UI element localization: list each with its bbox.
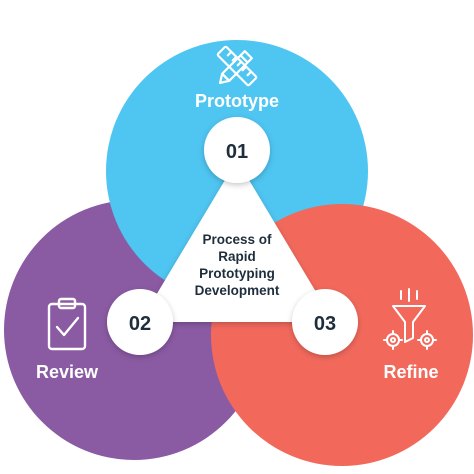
step-01-number: 01 <box>226 141 248 163</box>
step-01-badge <box>204 117 270 183</box>
step-02-badge <box>107 289 173 355</box>
clipboard-check-icon <box>47 297 87 351</box>
center-title: Process of Rapid Prototyping Development <box>195 232 280 298</box>
step-03-badge <box>292 289 358 355</box>
review-label: Review <box>36 362 99 382</box>
prototype-label: Prototype <box>195 91 279 111</box>
center-title-line-1: Process of <box>202 232 272 247</box>
center-title-line-4: Development <box>195 283 280 298</box>
step-03-number: 03 <box>314 313 336 335</box>
funnel-gears-icon <box>383 288 437 350</box>
center-triangle <box>140 160 334 322</box>
pencil-ruler-icon <box>216 45 258 87</box>
step-02-number: 02 <box>129 313 151 335</box>
refine-label: Refine <box>383 362 438 382</box>
center-title-line-3: Prototyping <box>199 266 275 281</box>
center-title-line-2: Rapid <box>218 249 256 264</box>
